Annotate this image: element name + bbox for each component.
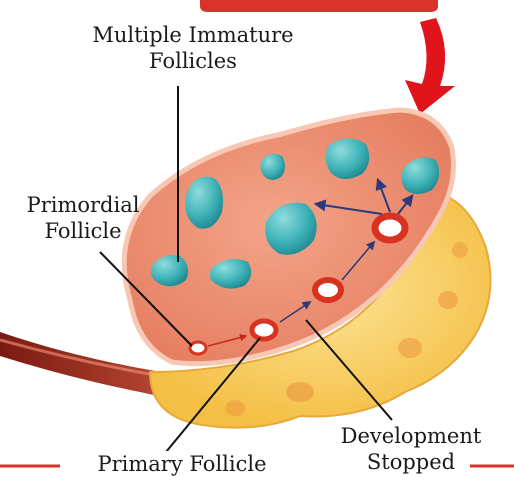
label-development-stopped: Development Stopped <box>318 423 504 475</box>
label-line: Follicles <box>48 48 338 74</box>
label-line: Development <box>318 423 504 449</box>
arrested-follicle <box>375 216 405 240</box>
stroma-blob <box>225 400 245 416</box>
secondary-follicle <box>315 280 341 300</box>
stroma-blob <box>438 291 458 309</box>
top-frame-bar <box>200 0 438 12</box>
primary-follicle <box>252 321 276 339</box>
curved-red-arrow <box>405 18 455 114</box>
immature-follicle-cyst <box>326 138 369 179</box>
stroma-blob <box>398 338 422 358</box>
label-primary-follicle: Primary Follicle <box>62 451 302 477</box>
primordial-follicle <box>190 342 206 354</box>
label-line: Stopped <box>318 449 504 475</box>
stroma-blob <box>452 242 468 258</box>
label-multiple-immature-follicles: Multiple Immature Follicles <box>48 22 338 74</box>
label-line: Follicle <box>8 218 158 244</box>
label-line: Multiple Immature <box>48 22 338 48</box>
label-primordial-follicle: Primordial Follicle <box>8 192 158 244</box>
label-line: Primordial <box>8 192 158 218</box>
stroma-blob <box>286 382 314 402</box>
